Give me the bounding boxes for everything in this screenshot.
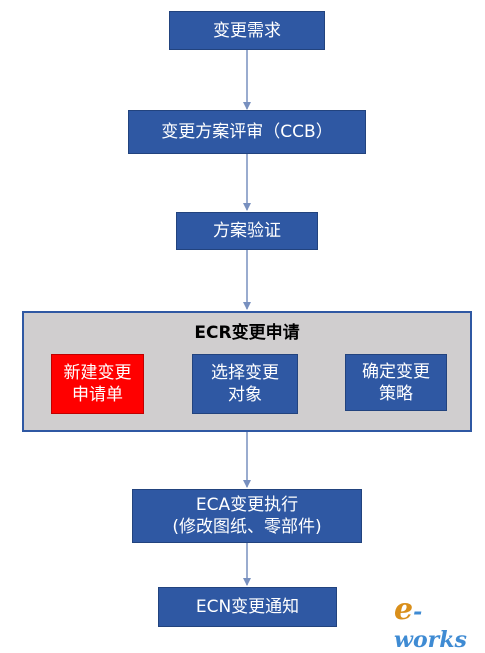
node-ccb-review-label: 变更方案评审（CCB）: [161, 122, 333, 142]
node-ecn-notification-label: ECN变更通知: [195, 597, 300, 617]
node-determine-strategy-line1: 确定变更: [362, 361, 430, 382]
node-ccb-review: 变更方案评审（CCB）: [128, 110, 366, 154]
node-eca-execution-line2: (修改图纸、零部件): [172, 517, 322, 537]
node-change-request: 变更需求: [169, 11, 325, 50]
node-eca-execution-line1: ECA变更执行: [195, 495, 299, 515]
node-eca-execution: ECA变更执行 (修改图纸、零部件): [132, 489, 362, 543]
eworks-watermark-prefix: e: [394, 592, 414, 627]
node-new-change-request-line1: 新建变更: [63, 363, 132, 383]
node-verification-label: 方案验证: [213, 221, 281, 241]
node-select-change-object-line1: 选择变更: [211, 363, 279, 383]
node-determine-strategy: 确定变更 策略: [345, 354, 447, 411]
node-new-change-request: 新建变更 申请单: [51, 354, 144, 414]
node-select-change-object: 选择变更 对象: [192, 354, 298, 414]
node-determine-strategy-line2: 策略: [379, 383, 413, 404]
node-select-change-object-line2: 对象: [228, 385, 262, 405]
node-change-request-label: 变更需求: [213, 20, 281, 41]
node-verification: 方案验证: [176, 212, 318, 250]
eworks-watermark-logo: e-works: [394, 592, 485, 653]
node-new-change-request-line2: 申请单: [72, 385, 123, 405]
ecr-group-title: ECR变更申请: [194, 323, 300, 343]
node-ecn-notification: ECN变更通知: [158, 587, 337, 627]
